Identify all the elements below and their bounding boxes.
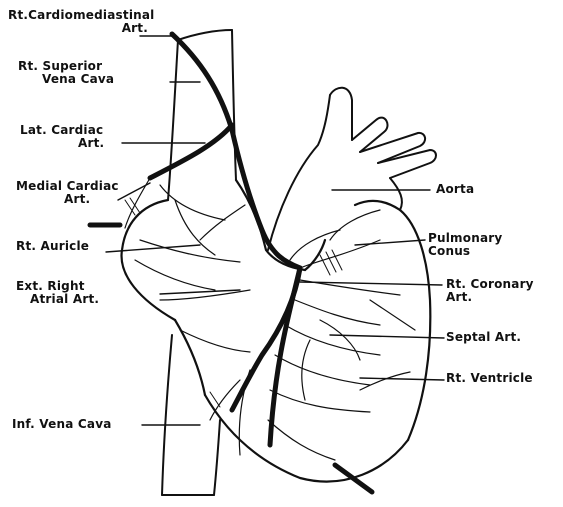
label-cardiomediastinal-line2: Art. <box>8 22 148 35</box>
label-aorta-text: Aorta <box>436 183 474 196</box>
label-aorta: Aorta <box>436 183 474 196</box>
inferior-vena-cava-shape <box>162 335 220 495</box>
label-septal-art: Septal Art. <box>446 331 521 344</box>
label-pulmonary-conus-line2: Conus <box>428 245 502 258</box>
aorta-shape <box>268 88 436 250</box>
label-medial-cardiac-line2: Art. <box>16 193 119 206</box>
label-inf-vena-cava-text: Inf. Vena Cava <box>12 418 112 431</box>
label-rt-coronary-art: Rt. Coronary Art. <box>446 278 534 304</box>
label-rt-auricle-text: Rt. Auricle <box>16 240 89 253</box>
label-septal-art-text: Septal Art. <box>446 331 521 344</box>
label-rt-ventricle: Rt. Ventricle <box>446 372 533 385</box>
label-superior-vena-cava-line2: Vena Cava <box>18 73 114 86</box>
label-superior-vena-cava: Rt. Superior Vena Cava <box>18 60 114 86</box>
label-lat-cardiac-line2: Art. <box>20 137 104 150</box>
label-ext-right-atrial-art: Ext. Right Atrial Art. <box>16 280 99 306</box>
label-inf-vena-cava: Inf. Vena Cava <box>12 418 112 431</box>
leader-lines <box>106 36 444 425</box>
label-medial-cardiac-art: Medial Cardiac Art. <box>16 180 119 206</box>
label-rt-coronary-line2: Art. <box>446 291 534 304</box>
label-rt-ventricle-text: Rt. Ventricle <box>446 372 533 385</box>
label-pulmonary-conus: Pulmonary Conus <box>428 232 502 258</box>
label-lat-cardiac-art: Lat. Cardiac Art. <box>20 124 104 150</box>
label-rt-auricle: Rt. Auricle <box>16 240 89 253</box>
label-cardiomediastinal-art: Rt.Cardiomediastinal Art. <box>8 9 148 35</box>
label-ext-right-atrial-line2: Atrial Art. <box>16 293 99 306</box>
hatching <box>125 198 342 410</box>
